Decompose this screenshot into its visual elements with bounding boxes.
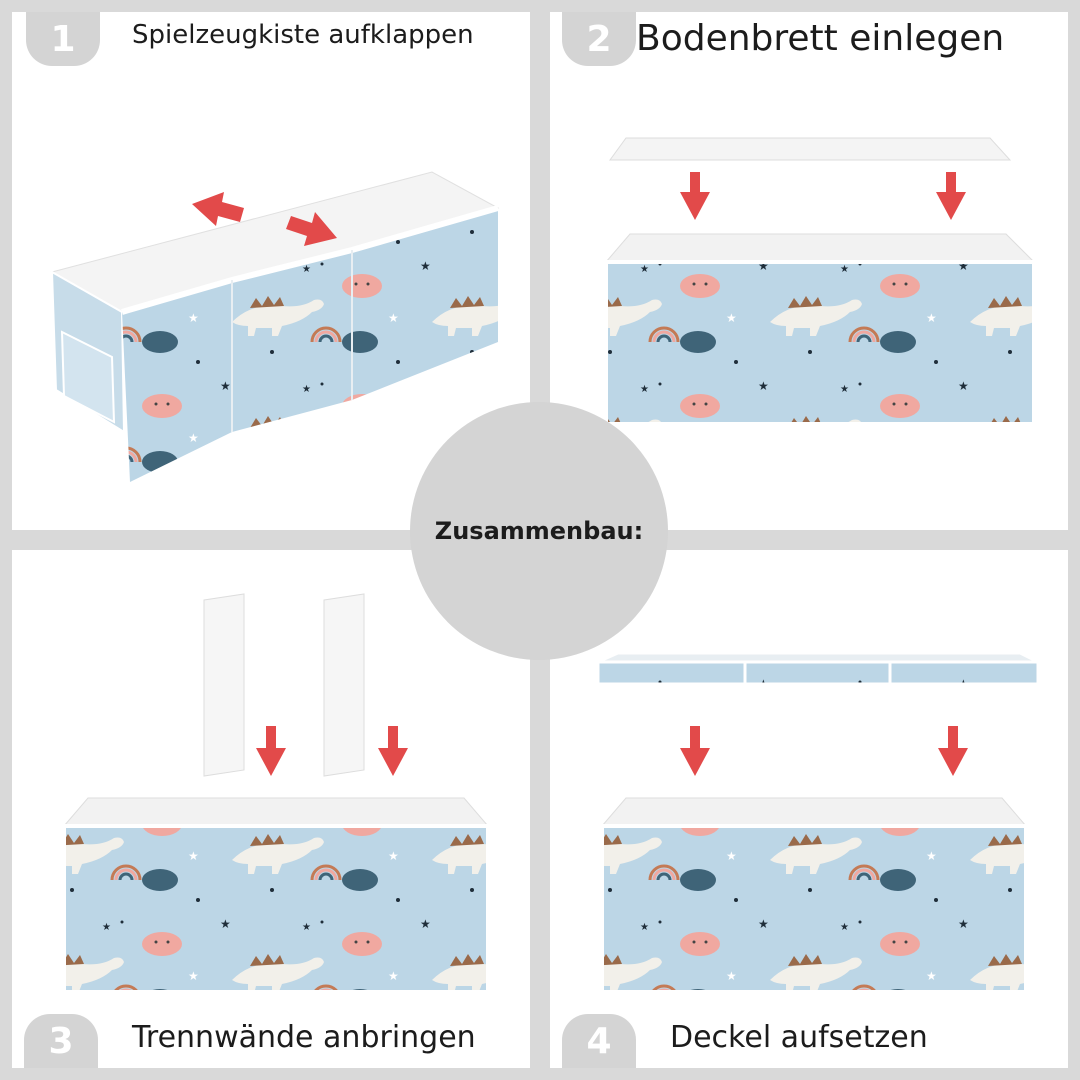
arrow-down-icon (256, 726, 286, 776)
attach-dividers-illustration (62, 593, 490, 994)
assembly-heading-circle: Zusammenbau: (410, 402, 668, 660)
unfolding-box-illustration (50, 171, 500, 482)
place-lid-illustration (596, 653, 1040, 994)
arrow-down-icon (680, 172, 710, 220)
step-title: Deckel aufsetzen (670, 1020, 928, 1055)
step-3-panel: 3 Trennwände anbringen (12, 550, 530, 1068)
arrow-down-icon (378, 726, 408, 776)
arrow-right-icon (286, 212, 337, 246)
step-number-badge: 4 (562, 1014, 636, 1068)
step-title: Spielzeugkiste aufklappen (132, 20, 474, 50)
assembly-heading: Zusammenbau: (434, 517, 644, 545)
step-number-badge: 2 (562, 12, 636, 66)
arrow-left-icon (192, 192, 244, 226)
step-title: Bodenbrett einlegen (636, 18, 1005, 59)
step-4-panel: 4 Deckel aufsetzen (550, 550, 1068, 1068)
insert-bottom-board-illustration (604, 137, 1036, 426)
step-number-badge: 3 (24, 1014, 98, 1068)
step-2-panel: 2 Bodenbrett einlegen (550, 12, 1068, 530)
arrow-down-icon (938, 726, 968, 776)
step-number-badge: 1 (26, 12, 100, 66)
arrow-down-icon (680, 726, 710, 776)
arrow-down-icon (936, 172, 966, 220)
step-1-panel: 1 Spielzeugkiste aufklappen (12, 12, 530, 530)
step-title: Trennwände anbringen (132, 1020, 476, 1055)
